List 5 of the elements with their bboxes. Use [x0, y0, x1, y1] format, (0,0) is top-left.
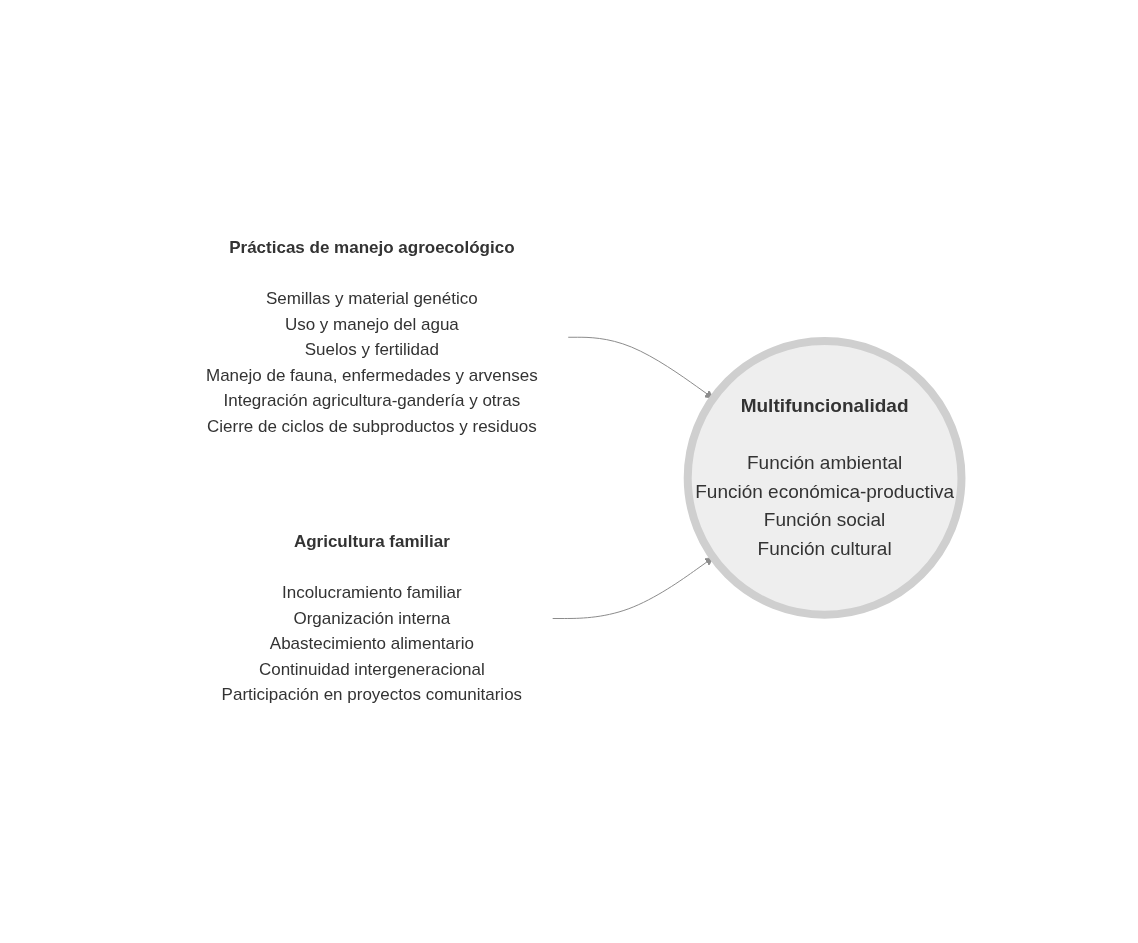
arrow: [567, 336, 714, 399]
node-circle: Multifuncionalidad Función ambiental Función económica-productiva Función social Función cultural: [684, 337, 966, 619]
node-text: Prácticas de manejo agroecológico Semillas y material genético Uso y manejo del agua Suelos y fertilidad Manejo de fauna, enfermedades y arvenses Integración agricultura-gandería y otras Cierre de ciclos de subproductos y residuos: [206, 238, 538, 436]
arrow: [551, 557, 714, 619]
node-text: Agricultura familiar Incolucramiento familiar Organización interna Abastecimiento alimentario Continuidad intergeneracional Participación en proyectos comunitarios: [221, 532, 523, 705]
